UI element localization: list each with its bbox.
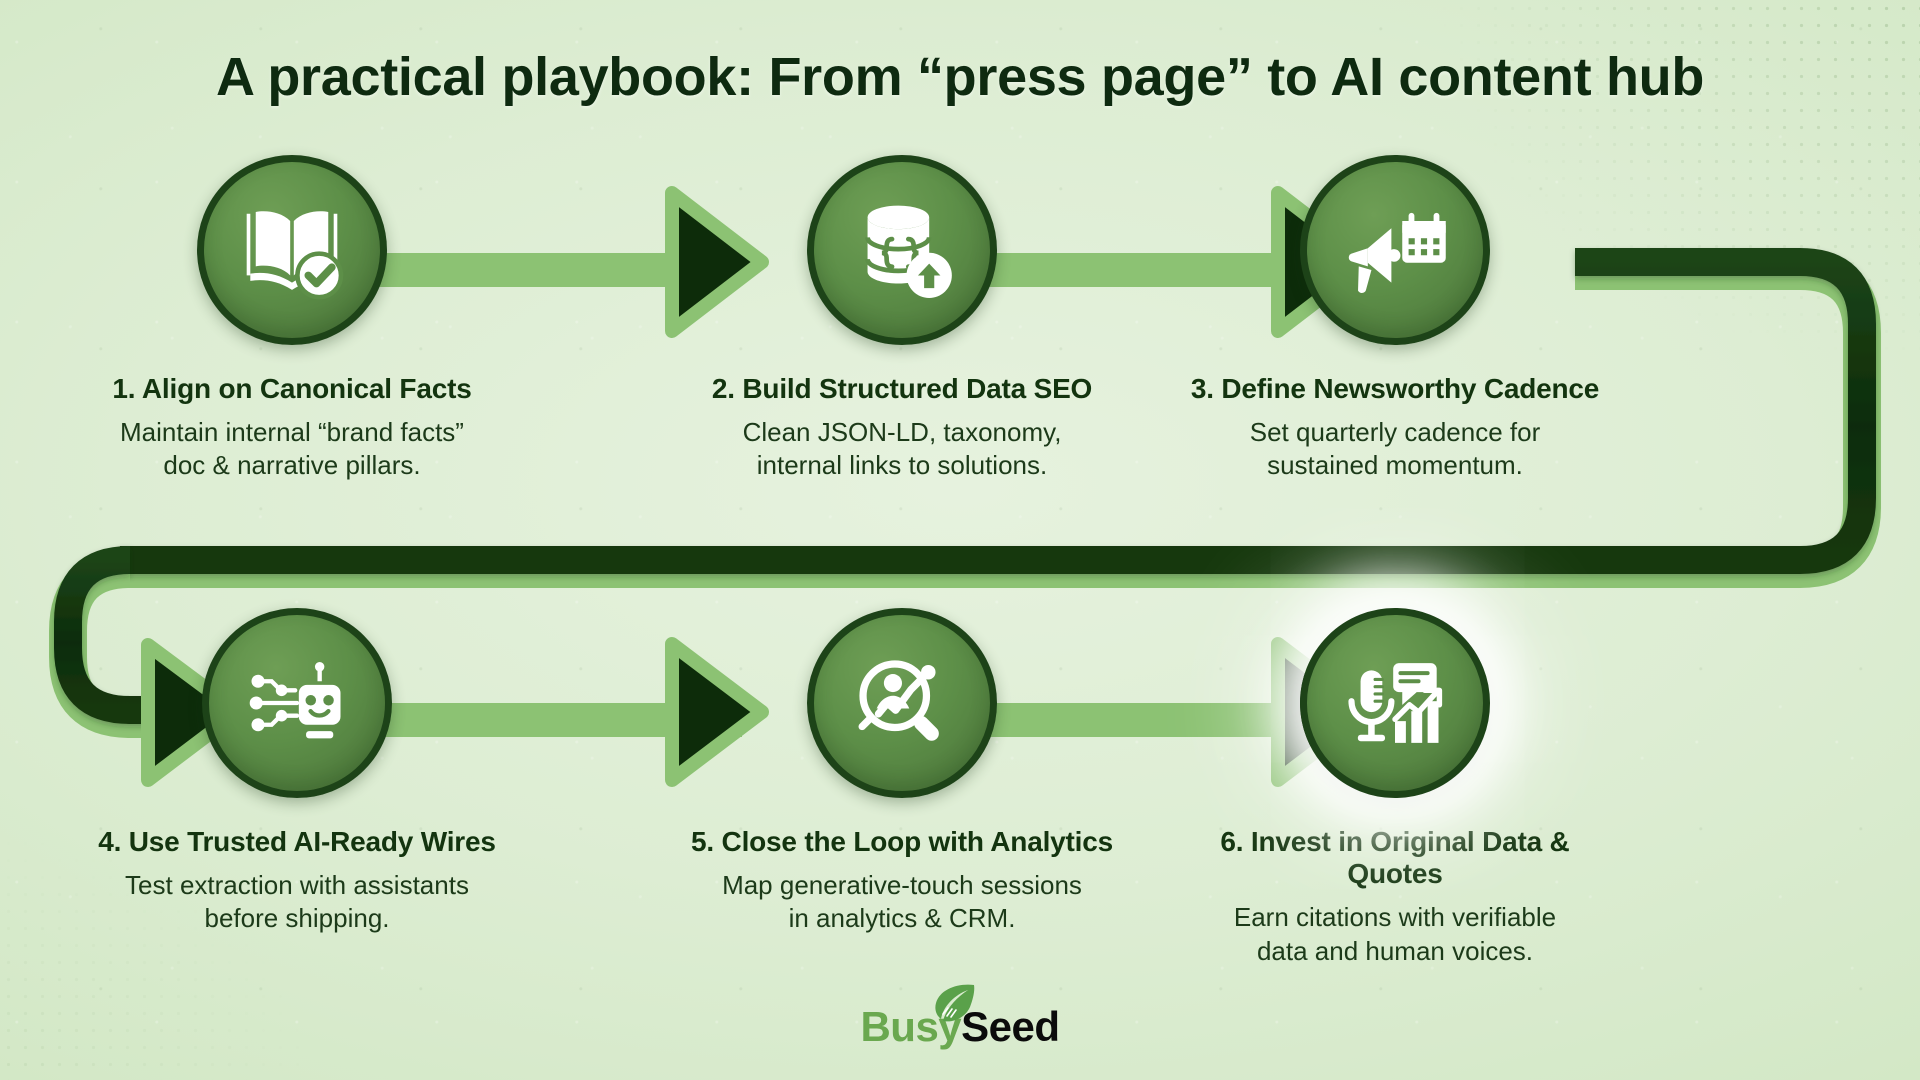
step-1[interactable]: 1. Align on Canonical Facts Maintain int…	[77, 155, 507, 483]
logo-word-seed: Seed	[961, 1003, 1060, 1050]
step-3-title: 3. Define Newsworthy Cadence	[1190, 373, 1600, 404]
step-6-icon-circle[interactable]	[1300, 608, 1490, 798]
step-2-desc-line-1: Clean JSON-LD, taxonomy,	[742, 417, 1062, 448]
step-3-icon-circle[interactable]	[1300, 155, 1490, 345]
step-5-icon-circle[interactable]	[807, 608, 997, 798]
step-1-desc-line-2: doc & narrative pillars.	[163, 450, 421, 481]
step-5-desc-line-1: Map generative-touch sessions	[722, 870, 1082, 901]
page-title: A practical playbook: From “press page” …	[215, 47, 1705, 107]
step-6-desc-line-1: Earn citations with verifiable	[1233, 902, 1557, 933]
step-2-desc-line-2: internal links to solutions.	[756, 450, 1048, 481]
step-3-desc-line-1: Set quarterly cadence for	[1249, 417, 1541, 448]
step-2[interactable]: 2. Build Structured Data SEO Clean JSON-…	[687, 155, 1117, 483]
magnifier-analytics-person-icon	[858, 660, 939, 741]
step-2-icon-circle[interactable]	[807, 155, 997, 345]
halftone-pattern-bottom-left	[0, 750, 420, 1080]
step-5-desc-line-2: in analytics & CRM.	[788, 903, 1016, 934]
step-4-icon-circle[interactable]	[202, 608, 392, 798]
step-5[interactable]: 5. Close the Loop with Analytics Map gen…	[687, 608, 1117, 936]
step-1-desc-line-1: Maintain internal “brand facts”	[120, 417, 464, 448]
step-1-title: 1. Align on Canonical Facts	[112, 373, 472, 404]
step-3-desc-line-2: sustained momentum.	[1267, 450, 1523, 481]
step-4-desc-line-2: before shipping.	[204, 903, 390, 934]
step-6-desc-line-2: data and human voices.	[1256, 935, 1534, 966]
step-3[interactable]: 3. Define Newsworthy Cadence Set quarter…	[1180, 155, 1610, 483]
database-json-upload-icon	[865, 205, 952, 299]
robot-network-icon	[249, 662, 341, 739]
microphone-chat-chart-icon	[1348, 663, 1443, 743]
step-4[interactable]: 4. Use Trusted AI-Ready Wires Test extra…	[82, 608, 512, 936]
megaphone-calendar-icon	[1348, 212, 1446, 293]
step-4-title: 4. Use Trusted AI-Ready Wires	[98, 826, 496, 857]
step-5-title: 5. Close the Loop with Analytics	[691, 826, 1113, 857]
step-6[interactable]: 6. Invest in Original Data & Quotes Earn…	[1180, 608, 1610, 968]
open-book-check-icon	[246, 211, 344, 300]
step-4-desc-line-1: Test extraction with assistants	[125, 870, 469, 901]
step-2-title: 2. Build Structured Data SEO	[711, 373, 1093, 404]
step-6-title: 6. Invest in Original Data & Quotes	[1220, 826, 1570, 890]
step-1-icon-circle[interactable]	[197, 155, 387, 345]
